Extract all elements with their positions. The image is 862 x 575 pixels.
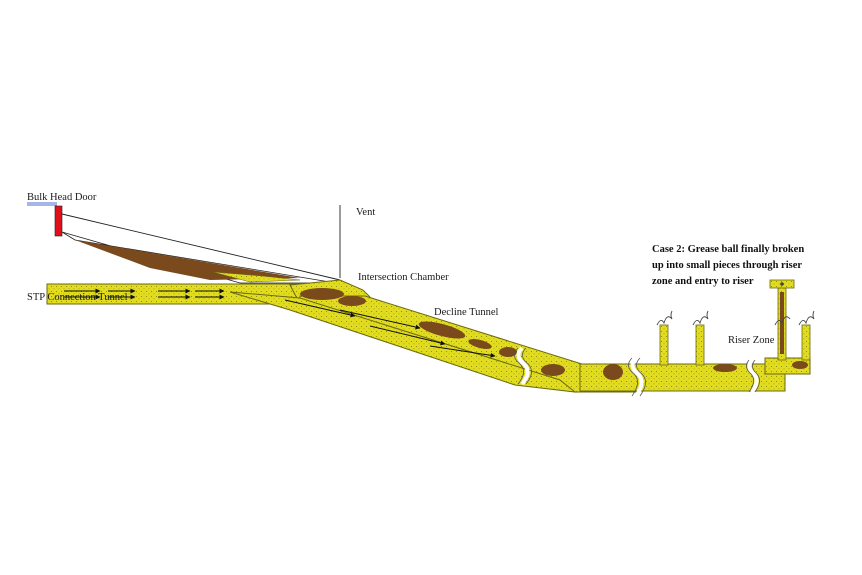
- break-marks: [516, 346, 759, 398]
- riser-top-breaks: [656, 310, 815, 326]
- grease-layer-upper: [75, 240, 300, 280]
- grease-piece-7: [603, 364, 623, 380]
- bulkhead-door: [54, 205, 63, 237]
- grease-piece-8: [713, 364, 737, 372]
- grease-piece-5: [499, 347, 517, 357]
- riser-shaft-1: [659, 324, 669, 366]
- grease-piece-10: [792, 361, 808, 369]
- stp-connection-tunnel-label: STP Connection Tunnel: [27, 292, 128, 303]
- grease-piece-2: [338, 296, 366, 306]
- decline-tunnel-label: Decline Tunnel: [434, 307, 499, 318]
- bulkhead-door-label: Bulk Head Door: [27, 192, 97, 203]
- grease-piece-6: [541, 364, 565, 376]
- upper-tunnel-roof: [61, 213, 341, 281]
- grease-piece-1: [300, 288, 344, 300]
- vent-label: Vent: [356, 207, 375, 218]
- caption-line-3: zone and entry to riser: [652, 276, 754, 287]
- grease-piece-3: [418, 321, 466, 339]
- caption-line-1: Case 2: Grease ball finally broken: [652, 244, 804, 255]
- intersection-chamber-label: Intersection Chamber: [358, 272, 449, 283]
- grease-piece-4: [468, 339, 492, 349]
- break-mark-outlines: [514, 347, 760, 397]
- grease-residue-upper: [212, 271, 301, 283]
- riser-shaft-4: [801, 324, 811, 361]
- decline-tunnel-lower: [229, 291, 577, 393]
- riser-zone-label: Riser Zone: [728, 335, 775, 346]
- riser-shaft-2: [695, 324, 705, 366]
- caption-line-2: up into small pieces through riser: [652, 260, 802, 271]
- riser-head-dot: [780, 282, 784, 286]
- flow-arrows: [64, 288, 496, 358]
